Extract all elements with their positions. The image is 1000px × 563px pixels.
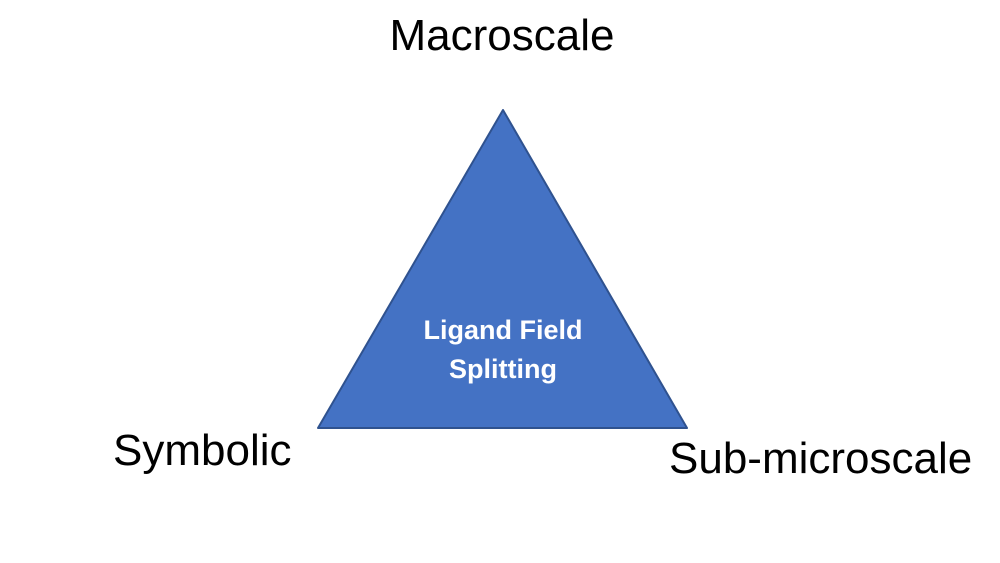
triangle-center-label: Ligand Field Splitting [424, 311, 583, 389]
label-sub-microscale: Sub-microscale [669, 434, 973, 483]
label-macroscale: Macroscale [389, 11, 615, 60]
center-label-line2: Splitting [449, 354, 557, 384]
triangle-shape [317, 109, 688, 429]
center-label-line1: Ligand Field [423, 315, 583, 345]
label-symbolic: Symbolic [113, 426, 292, 475]
